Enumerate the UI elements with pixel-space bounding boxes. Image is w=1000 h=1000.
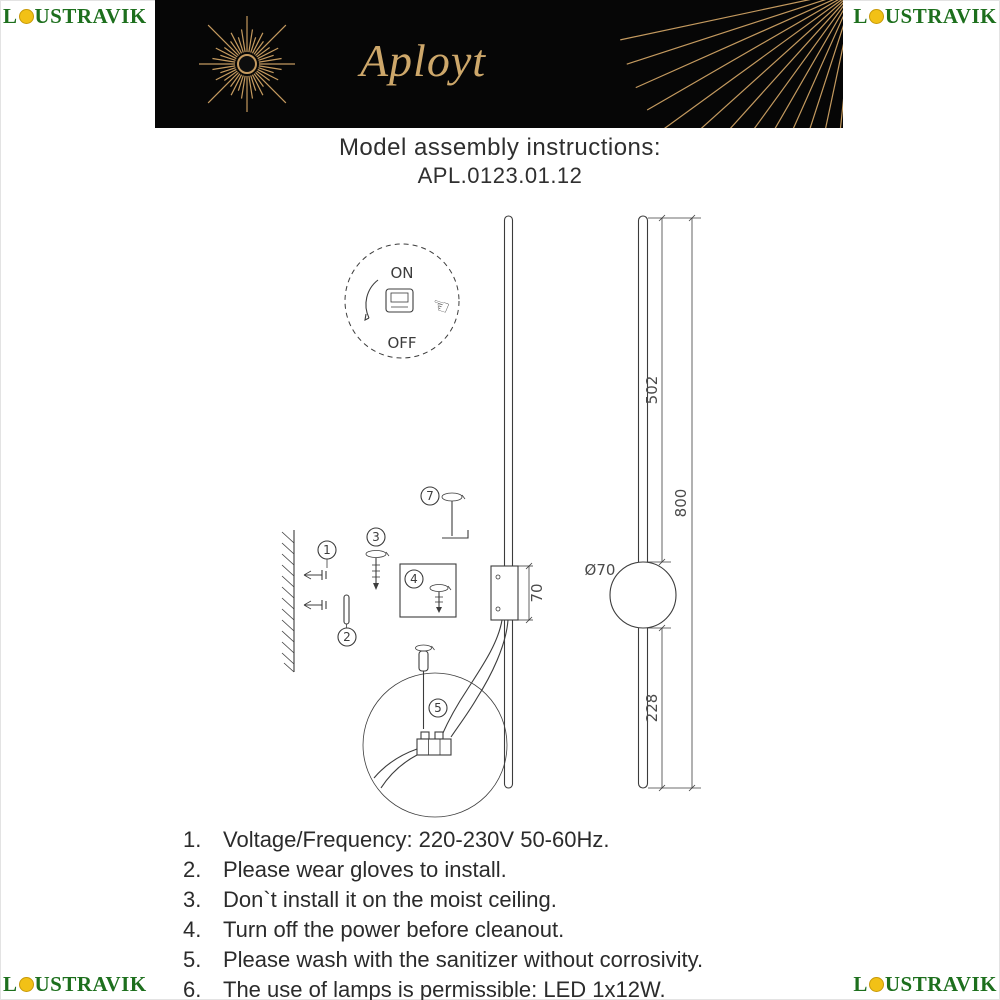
watermark-text: L: [3, 4, 18, 28]
wall-screw: [303, 600, 327, 610]
dimension-800: 800: [672, 214, 696, 792]
screwdriver-icon: [415, 644, 435, 729]
list-item: 1.Voltage/Frequency: 220-230V 50-60Hz.: [183, 827, 610, 852]
sunburst-center: [237, 54, 257, 74]
anchor-plate: [343, 594, 350, 625]
mounting-plate: [490, 565, 519, 621]
list-item: 6.The use of lamps is permissible: LED 1…: [183, 977, 666, 1000]
diameter-label: Ø70: [585, 561, 616, 579]
callout-1: 1: [317, 540, 337, 568]
rocker-switch-icon: [385, 288, 414, 313]
bulb-icon: [868, 977, 884, 992]
svg-text:7: 7: [426, 489, 434, 503]
list-item: 4.Turn off the power before cleanout.: [183, 917, 565, 942]
watermark-text: USTRAVIK: [34, 972, 147, 996]
switch-off-label: OFF: [387, 334, 416, 352]
svg-text:800: 800: [672, 489, 690, 518]
callout-4: 4: [399, 563, 457, 618]
watermark-bottom-left: L USTRAVIK: [3, 972, 147, 997]
watermark-text: L: [853, 972, 868, 996]
lamp-bar-side: [503, 215, 514, 789]
wire: [441, 619, 503, 736]
wall-hatch: [281, 531, 295, 673]
callout-2: 2: [337, 594, 357, 647]
wall-screw: [303, 570, 327, 580]
watermark-text: USTRAVIK: [884, 4, 997, 28]
banner-decoration: [199, 0, 843, 128]
svg-text:502: 502: [643, 376, 661, 405]
instruction-list: 1.Voltage/Frequency: 220-230V 50-60Hz. 2…: [183, 825, 863, 1000]
list-item: 2.Please wear gloves to install.: [183, 857, 507, 882]
rotate-icon: [429, 584, 449, 592]
bracket-icon: [442, 530, 469, 539]
dimension-228: 228: [643, 624, 666, 792]
list-item: 5.Please wash with the sanitizer without…: [183, 947, 704, 972]
dimension-plate-70: 70: [518, 562, 546, 624]
bulb-icon: [18, 977, 34, 992]
lamp-front-view: Ø70 502 228: [585, 214, 701, 792]
lamp-bar-front: [637, 215, 649, 789]
svg-text:2: 2: [343, 630, 351, 644]
watermark-bottom-right: L USTRAVIK: [853, 972, 997, 997]
watermark-text: L: [853, 4, 868, 28]
dimension-502: 502: [643, 214, 666, 566]
hand-icon: ☜: [429, 292, 453, 320]
watermark-top-left: L USTRAVIK: [3, 4, 147, 29]
lamp-joint-circle: [609, 561, 677, 629]
terminal-block: [416, 731, 452, 756]
rotate-icon: [365, 550, 387, 558]
wire: [450, 619, 509, 738]
callout-5: 5: [434, 701, 442, 715]
list-item: 3.Don`t install it on the moist ceiling.: [183, 887, 557, 912]
watermark-text: USTRAVIK: [34, 4, 147, 28]
wall-mounting: 1 2 3: [281, 486, 469, 673]
callout-3: 3: [365, 527, 390, 590]
watermark-top-right: L USTRAVIK: [853, 4, 997, 29]
assembly-diagram: ON OFF ☜: [281, 214, 701, 818]
corner-rays-decoration: [620, 0, 843, 128]
model-number: APL.0123.01.12: [417, 163, 583, 188]
rotate-arrow-icon: [365, 279, 379, 319]
watermark-text: L: [3, 972, 18, 996]
lamp-side-view: 70: [441, 215, 546, 789]
watermark-text: USTRAVIK: [884, 972, 997, 996]
sunburst-icon: [199, 16, 295, 112]
wire: [380, 754, 418, 789]
switch-detail: ON OFF ☜: [344, 243, 460, 359]
wiring-detail: 5: [362, 644, 508, 818]
rotate-icon: [441, 492, 463, 502]
switch-on-label: ON: [390, 264, 413, 282]
bulb-icon: [868, 9, 884, 24]
svg-text:70: 70: [528, 583, 546, 602]
page-title: Model assembly instructions:: [338, 134, 662, 161]
detail-circle: [362, 672, 508, 818]
brand-banner: Aployt: [155, 0, 843, 128]
svg-text:1: 1: [323, 543, 331, 557]
svg-text:4: 4: [410, 572, 418, 586]
svg-text:3: 3: [372, 530, 380, 544]
svg-text:228: 228: [643, 694, 661, 723]
callout-7: 7: [420, 486, 469, 539]
bulb-icon: [18, 9, 34, 24]
brand-logo: Aployt: [359, 35, 487, 86]
wire: [373, 748, 418, 779]
